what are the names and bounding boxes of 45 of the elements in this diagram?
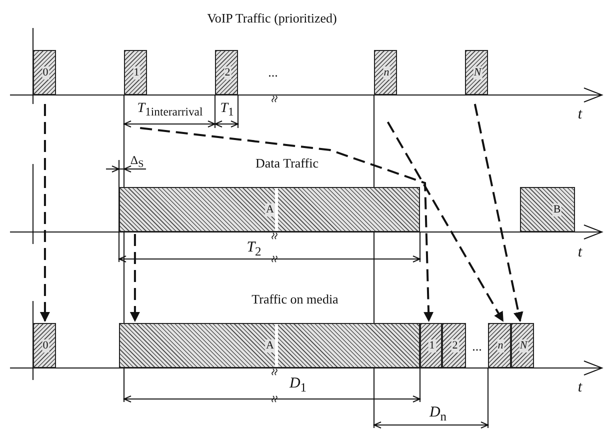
packet-box (124, 50, 147, 95)
packet-box (119, 323, 420, 368)
axis-label: t (578, 246, 582, 260)
packet-label: 0 (42, 339, 50, 352)
packet-label: n (496, 339, 504, 352)
packet-label: n (382, 66, 390, 79)
ellipsis: ... (472, 340, 482, 352)
packet-label: A (265, 203, 275, 216)
packet-label: 0 (42, 66, 50, 79)
packet-box (33, 50, 56, 95)
packet-box (374, 50, 397, 95)
packet-label: 1 (132, 66, 140, 79)
dashed-arrow (140, 127, 434, 322)
lane-title: VoIP Traffic (prioritized) (207, 12, 337, 24)
dashed-arrow (40, 104, 50, 322)
packet-box (33, 323, 56, 368)
dimension-label: T$_{1interarrival}$ (137, 102, 203, 118)
dimension-label: T$_{1}$ (220, 102, 234, 118)
packet-box (465, 50, 488, 95)
packet-box (215, 50, 238, 95)
packet-label: 2 (451, 339, 459, 352)
dimension-label: T$_{2}$ (246, 240, 262, 258)
lane-title: Data Traffic (256, 156, 318, 170)
packet-box (420, 323, 442, 368)
axis-label: t (578, 108, 582, 122)
dimension-label: D$_{n}$ (429, 405, 447, 423)
dimension-label: Δ$_{S}$ (130, 154, 144, 170)
dashed-arrow (474, 104, 524, 322)
packet-box (511, 323, 534, 368)
packet-box (520, 187, 575, 232)
lane-title: Traffic on media (252, 292, 338, 306)
packet-label: B (552, 203, 562, 216)
packet-label: N (518, 339, 528, 352)
packet-label: A (265, 339, 275, 352)
dashed-arrow (130, 234, 140, 322)
ellipsis: ... (268, 66, 278, 78)
dimension-label: D$_{1}$ (289, 376, 307, 394)
packet-label: N (472, 66, 482, 79)
packet-label: 2 (224, 66, 232, 79)
packet-label: 1 (428, 339, 436, 352)
packet-box (119, 187, 420, 232)
packet-box (442, 323, 466, 368)
packet-box (488, 323, 511, 368)
axis-label: t (578, 380, 582, 396)
dashed-arrow (386, 122, 504, 322)
